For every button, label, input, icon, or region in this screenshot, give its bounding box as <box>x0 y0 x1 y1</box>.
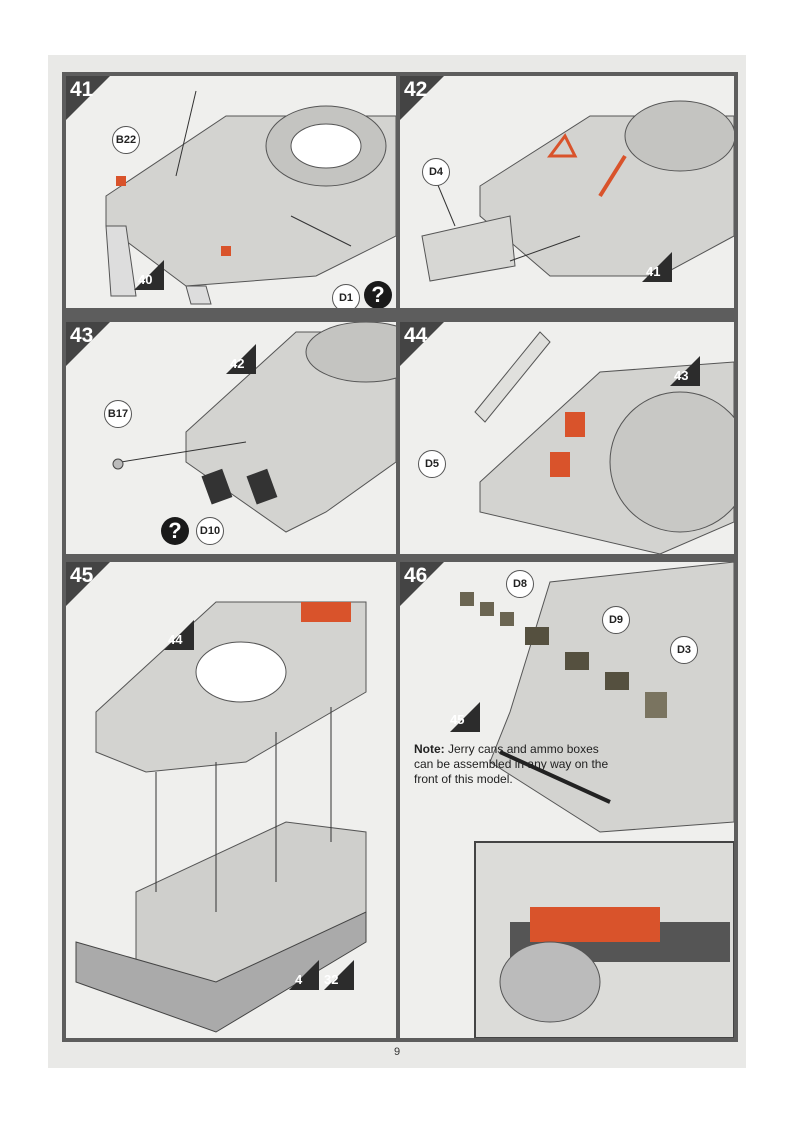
note-label: Note: <box>414 742 445 756</box>
page-number: 9 <box>394 1046 401 1058</box>
hull-rear-illustration <box>105 90 396 305</box>
step-badge <box>66 562 110 606</box>
step-badge <box>400 76 444 120</box>
help-icon: ? <box>364 281 392 308</box>
part-callout: D4 <box>422 158 450 186</box>
help-icon: ? <box>161 517 189 545</box>
reference-step-badge <box>324 960 354 990</box>
step-42-panel: 42 D4 41 <box>400 76 734 308</box>
reference-step: 45 <box>450 712 465 727</box>
hull-front-illustration <box>112 322 396 533</box>
part-callout: D1 <box>332 284 360 308</box>
part-callout: D10 <box>196 517 224 545</box>
step-badge <box>400 322 444 366</box>
part-callout: D3 <box>670 636 698 664</box>
part-callout: D9 <box>602 606 630 634</box>
reference-step: 43 <box>674 368 689 383</box>
step-badge <box>66 322 110 366</box>
part-callout: D8 <box>506 570 534 598</box>
assembly-note: Note: Jerry cans and ammo boxes can be a… <box>414 742 614 787</box>
reference-step-badge <box>450 702 480 732</box>
reference-step-badge <box>164 620 194 650</box>
step-46-panel: 46 D8 D9 D3 45 Note: Jerry cans and ammo… <box>400 562 734 1038</box>
step-badge <box>400 562 444 606</box>
reference-step: 4 <box>295 972 303 987</box>
hull-front-illustration <box>474 331 734 554</box>
step-41-panel: 41 B22 D1 ? 40 <box>66 76 396 308</box>
step-number: 42 <box>404 78 428 101</box>
reference-step: 42 <box>230 356 245 371</box>
reference-step-badge <box>134 260 164 290</box>
part-callout: B22 <box>112 126 140 154</box>
part-callout: B17 <box>104 400 132 428</box>
step-number: 43 <box>70 324 94 347</box>
reference-step: 44 <box>168 632 183 647</box>
hull-front-illustration <box>460 562 734 1038</box>
step-number: 41 <box>70 78 94 101</box>
step-44-panel: 44 D5 43 <box>400 322 734 554</box>
part-callout: D5 <box>418 450 446 478</box>
reference-step-badge <box>226 344 256 374</box>
reference-step: 40 <box>138 272 153 287</box>
reference-step-badge <box>670 356 700 386</box>
steps-frame: 41 B22 D1 ? 40 42 D4 41 43 B17 D10 ? 42 … <box>62 72 738 1042</box>
step-45-panel: 45 44 4 32 <box>66 562 396 1038</box>
reference-step: 41 <box>646 264 661 279</box>
step-number: 46 <box>404 564 428 587</box>
reference-step: 32 <box>324 972 339 987</box>
note-text: Jerry cans and ammo boxes can be assembl… <box>414 742 609 786</box>
reference-step-badge <box>642 252 672 282</box>
step-43-panel: 43 B17 D10 ? 42 <box>66 322 396 554</box>
hull-assembly-illustration <box>75 601 367 1033</box>
step-number: 45 <box>70 564 94 587</box>
reference-step-badge <box>289 960 319 990</box>
step-number: 44 <box>404 324 428 347</box>
step-badge <box>66 76 110 120</box>
hull-rear-illustration <box>421 100 734 282</box>
